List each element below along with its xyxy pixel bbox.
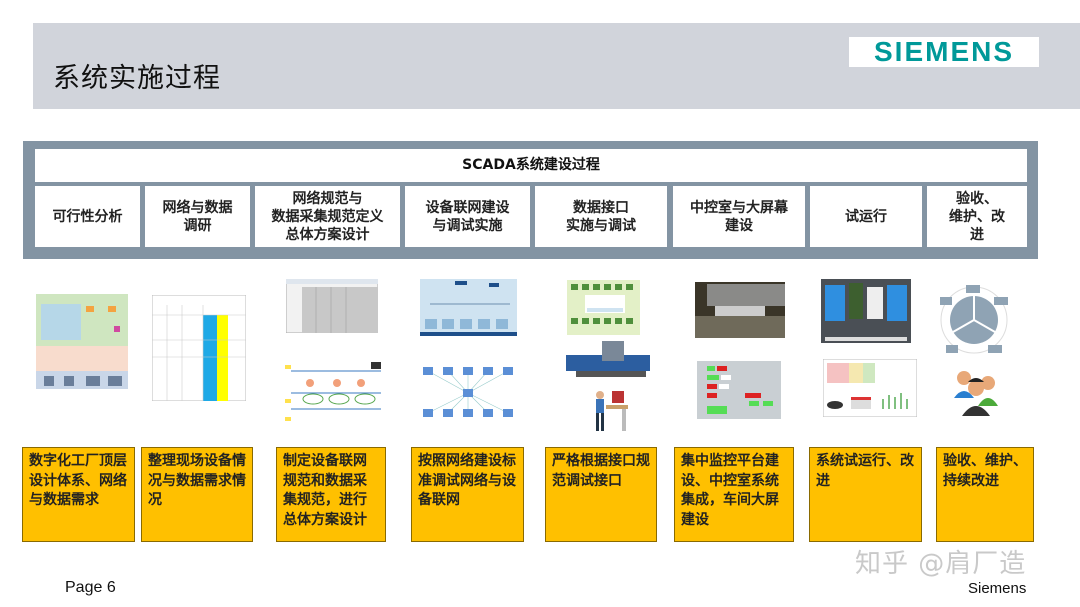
scada-hmi-image	[420, 279, 517, 336]
analytics-report-image	[823, 359, 917, 417]
watermark: 知乎 @肩厂造	[855, 549, 1027, 579]
description-6: 集中监控平台建设、中控室系统集成，车间大屏建设	[674, 447, 794, 542]
description-7: 系统试运行、改进	[809, 447, 922, 542]
digital-factory-architecture-image	[36, 294, 128, 389]
page-number: Page 6	[65, 579, 116, 596]
page-title: 系统实施过程	[53, 63, 221, 94]
description-1: 数字化工厂顶层设计体系、网络与数据需求	[22, 447, 135, 542]
description-3: 制定设备联网规范和数据采集规范，进行总体方案设计	[276, 447, 386, 542]
monitoring-status-image	[697, 361, 781, 419]
machine-tool-image	[562, 335, 654, 381]
plant-layout-hmi-image	[567, 280, 640, 338]
description-2: 整理现场设备情况与数据需求情况	[141, 447, 253, 542]
process-frame: SCADA系统建设过程 可行性分析 网络与数据 调研 网络规范与 数据采集规范定…	[23, 141, 1038, 259]
operator-workstation-image	[590, 385, 630, 433]
stage-4: 设备联网建设 与调试实施	[405, 186, 530, 247]
stage-2: 网络与数据 调研	[145, 186, 250, 247]
description-8: 验收、维护、持续改进	[936, 447, 1034, 542]
trial-run-dashboard-image	[821, 279, 911, 343]
stage-8: 验收、 维护、改 进	[927, 186, 1027, 247]
control-room-image	[695, 282, 785, 338]
team-people-icon	[950, 368, 1000, 418]
network-topology-image	[283, 359, 383, 425]
stage-3: 网络规范与 数据采集规范定义 总体方案设计	[255, 186, 400, 247]
process-title: SCADA系统建设过程	[35, 149, 1027, 182]
stage-5: 数据接口 实施与调试	[535, 186, 667, 247]
stage-7: 试运行	[810, 186, 922, 247]
description-5: 严格根据接口规范调试接口	[545, 447, 657, 542]
star-topology-image	[418, 363, 518, 421]
footer-company: Siemens	[968, 580, 1027, 597]
stage-1: 可行性分析	[35, 186, 140, 247]
data-survey-spreadsheet-image	[152, 295, 246, 401]
maintenance-cycle-image	[936, 283, 1011, 358]
data-spec-spreadsheet-image	[286, 279, 378, 333]
stage-6: 中控室与大屏幕 建设	[673, 186, 805, 247]
siemens-logo: SIEMENS	[849, 37, 1039, 67]
description-4: 按照网络建设标准调试网络与设备联网	[411, 447, 524, 542]
